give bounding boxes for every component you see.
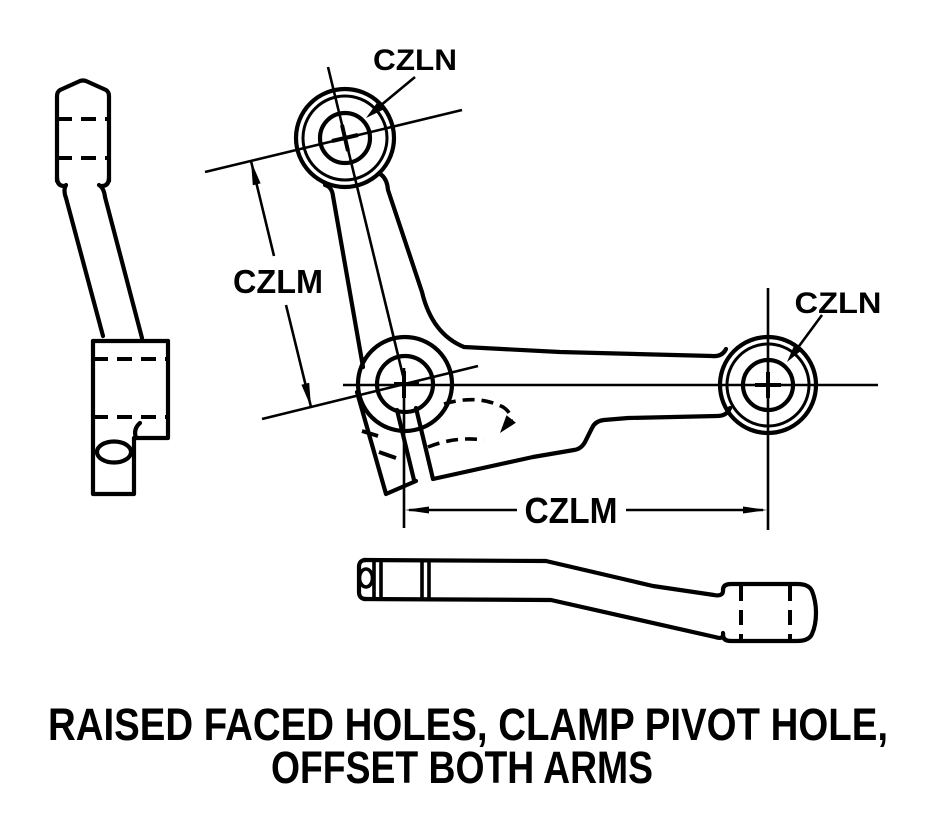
clamp-lug-outline (354, 389, 419, 497)
hidden-arc-arrowhead (500, 415, 516, 433)
right-arm-bottom-edge (430, 405, 733, 482)
label-czln-top: CZLN (373, 44, 457, 77)
pivot-perpendicular-centerline (261, 364, 479, 421)
czlm-bottom-dimension-arrow-left (405, 506, 429, 514)
top-boss-center-cross (331, 124, 359, 152)
front-view (204, 66, 878, 530)
top-boss-outer-circle (293, 86, 397, 190)
caption-line-1: RAISED FACED HOLES, CLAMP PIVOT HOLE, (48, 699, 888, 750)
lug-hidden-dash-2 (378, 450, 397, 460)
side-view-left-fillet (54, 174, 67, 189)
bottom-view-bottom-edge (361, 596, 726, 640)
clamp-slot-right-line (413, 405, 436, 482)
side-view-right-fillet (99, 174, 112, 189)
label-czlm-bottom: CZLM (525, 490, 618, 531)
upper-arm-right-edge-and-top-edge (377, 171, 729, 359)
czlm-left-dimension-arrow-top (251, 161, 261, 186)
dimension-annotations: CZLN CZLM CZLN CZLM (233, 44, 882, 531)
czlm-left-dimension-arrow-bottom (301, 382, 311, 407)
hidden-arc-upper (443, 397, 513, 422)
side-view (54, 78, 171, 497)
side-view-hole (94, 439, 134, 465)
side-view-top-boss-outline (54, 78, 112, 184)
upper-arm-axis-centerline (326, 66, 407, 385)
upper-arm-left-edge (322, 182, 366, 370)
top-boss-raised-face-ring (301, 94, 389, 182)
pivot-center-cross (394, 371, 419, 398)
side-view-block-outline (90, 338, 171, 497)
caption-line-2: OFFSET BOTH ARMS (271, 742, 653, 793)
clamp-slot-left-line (394, 407, 417, 483)
czln-right-leader-arrowhead (787, 343, 804, 362)
bottom-view-top-edge (361, 557, 726, 598)
side-view-step-fillet (133, 420, 143, 441)
czln-top-leader-arrowhead (366, 101, 385, 118)
hidden-arc-lower (427, 437, 485, 449)
bottom-view-small-hole (357, 567, 375, 589)
czlm-bottom-dimension-arrow-right (743, 506, 767, 514)
label-czln-right: CZLN (795, 287, 882, 320)
caption: RAISED FACED HOLES, CLAMP PIVOT HOLE, OF… (48, 699, 888, 793)
bottom-view (356, 557, 819, 644)
bottom-view-clamp-lines (372, 561, 431, 598)
lug-hidden-dash-1 (361, 429, 379, 438)
label-czlm-left: CZLM (233, 263, 323, 300)
side-view-arm-left-edge (62, 182, 106, 339)
top-boss-hole (317, 110, 373, 166)
bottom-view-right-boss (720, 581, 819, 644)
right-boss-center-cross (755, 372, 781, 398)
side-view-arm-right-edge (96, 182, 145, 341)
